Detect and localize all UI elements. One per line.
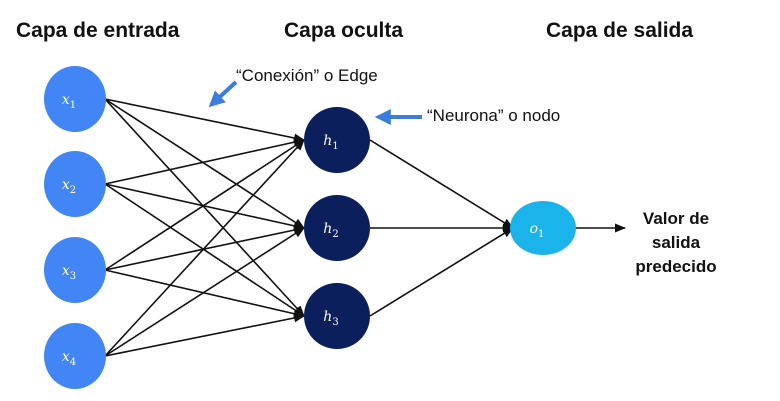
hidden-node: h1 (304, 107, 370, 173)
connection-edge (104, 98, 305, 317)
connection-edge (104, 98, 305, 229)
input-node: x4 (44, 323, 106, 389)
output-caption-line: salida (651, 233, 701, 252)
output-layer-title: Capa de salida (546, 19, 694, 42)
hidden-node: h3 (304, 283, 370, 349)
connection-edge (104, 98, 306, 143)
connection-edge (104, 313, 306, 357)
input-node-label: x2 (62, 177, 76, 196)
input-node: x1 (44, 66, 106, 132)
output-node-label: o1 (530, 221, 545, 240)
connection-edge (104, 269, 306, 319)
input-node: x2 (44, 151, 106, 217)
output-caption: Valor de salida predecido (618, 207, 734, 279)
hidden-layer-title: Capa oculta (284, 19, 404, 42)
connections-group (104, 98, 627, 357)
input-node-label: x3 (62, 263, 76, 282)
input-layer-title: Capa de entrada (16, 19, 180, 42)
connection-edge (104, 183, 305, 317)
connection-edge (104, 139, 305, 271)
connection-edge (104, 183, 306, 231)
connection-edge (369, 227, 514, 317)
hidden-node-label: h3 (323, 309, 338, 328)
input-node-label: x1 (62, 92, 76, 111)
connection-edge (104, 137, 306, 185)
annotation-arrows-group (208, 80, 422, 125)
input-node: x3 (44, 237, 106, 303)
connection-edge (104, 139, 305, 357)
output-caption-line: Valor de (642, 209, 710, 228)
connection-edge (104, 227, 305, 357)
input-node-label: x4 (62, 349, 76, 368)
output-caption-line: predecido (635, 257, 717, 276)
edge-annotation: “Conexión” o Edge (236, 66, 378, 85)
neuron-annotation: “Neurona” o nodo (427, 106, 561, 125)
hidden-node: h2 (304, 195, 370, 261)
connection-edge (369, 139, 514, 229)
edge-pointer-arrow (208, 80, 238, 108)
hidden-node-label: h1 (323, 133, 338, 152)
output-node: o1 (510, 201, 576, 255)
nodes-group: x1 x2 x3 x4 h1 h2 h3 o1 (44, 66, 576, 389)
hidden-node-label: h2 (323, 221, 338, 240)
